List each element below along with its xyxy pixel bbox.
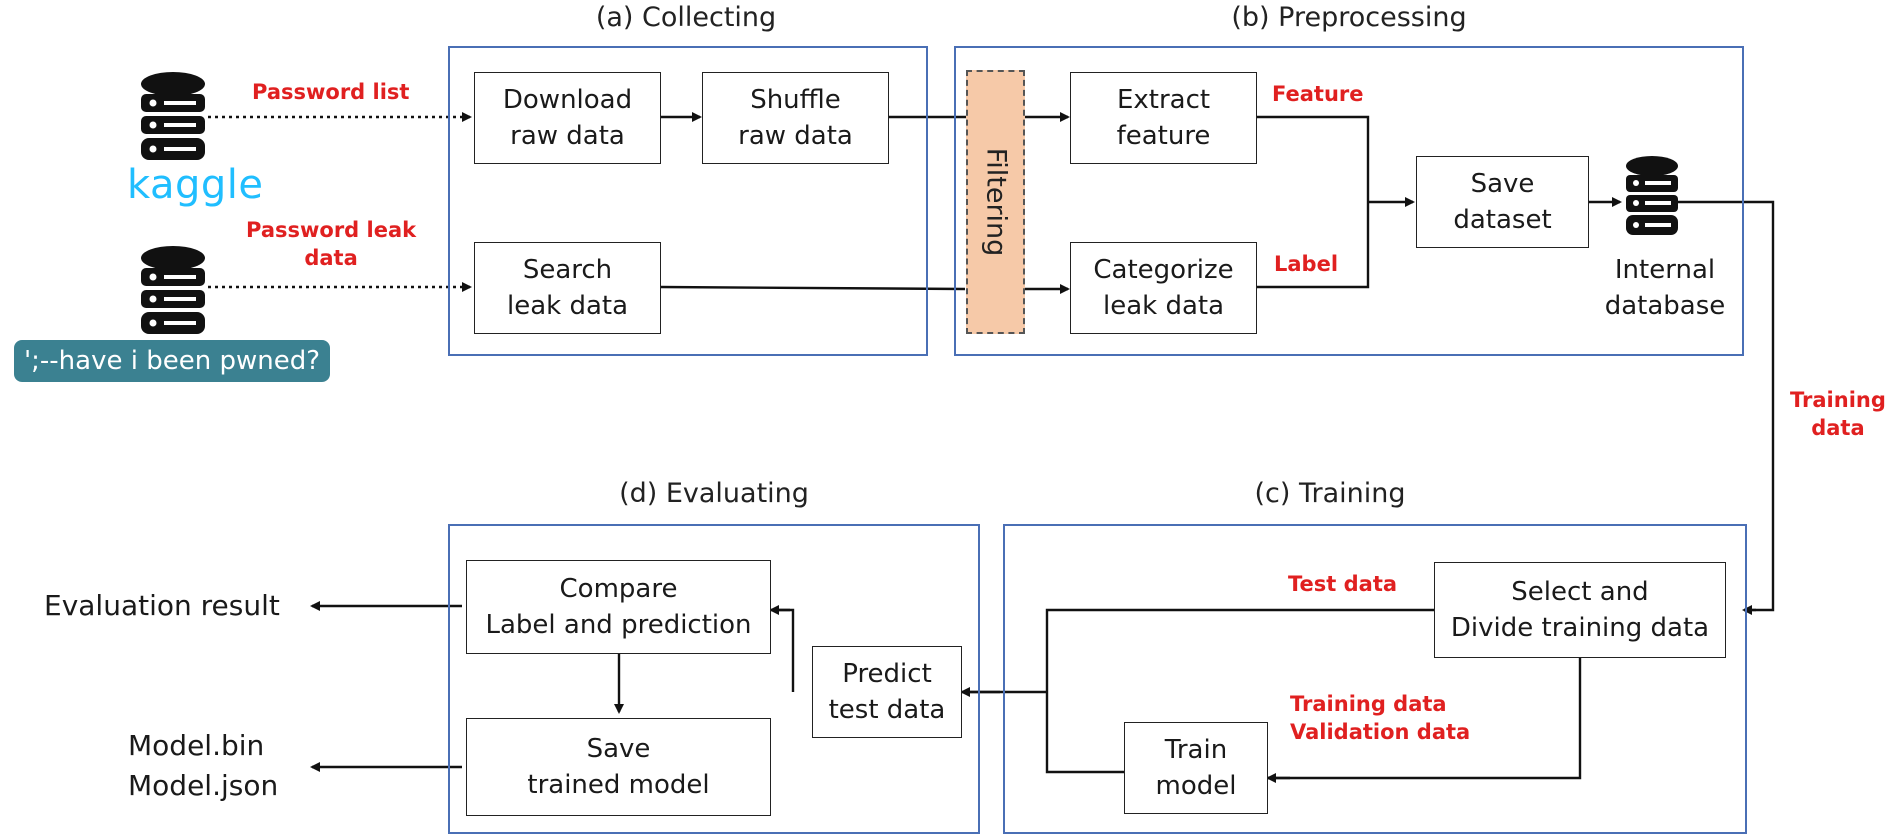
edge-label-training-validation: Training data Validation data: [1290, 692, 1471, 744]
hibp-logo: ';--have i been pwned?: [14, 340, 331, 382]
stage-title-evaluating: (d) Evaluating: [619, 478, 809, 509]
database-icon: [141, 72, 205, 160]
evaluating-frame: [448, 524, 980, 834]
filtering-block: Filtering: [966, 70, 1025, 334]
model-files-label: Model.bin Model.json: [128, 729, 279, 802]
edge-label-training-data: Training data: [1790, 388, 1886, 440]
database-icon: [1626, 156, 1678, 235]
edge-label-test-data: Test data: [1288, 572, 1398, 596]
filtering-label: Filtering: [980, 147, 1011, 257]
stage-title-training: (c) Training: [1254, 478, 1406, 509]
edge-label-password-list: Password list: [252, 80, 410, 104]
line-extract-merge: [1257, 115, 1370, 202]
training-frame: [1003, 524, 1747, 834]
preprocessing-frame: [954, 46, 1744, 356]
line-categorize-merge: [1257, 202, 1370, 289]
line-search-to-filter: [659, 285, 966, 291]
database-icon: [141, 246, 205, 334]
collecting-frame: [448, 46, 928, 356]
edge-label-password-leak: Password leak data: [246, 218, 417, 270]
edge-label-label: Label: [1274, 252, 1339, 276]
internal-database-label: Internal database: [1604, 255, 1726, 321]
line-select-to-train: [1268, 658, 1582, 780]
stage-title-preprocessing: (b) Preprocessing: [1231, 2, 1467, 33]
evaluation-result-label: Evaluation result: [44, 589, 280, 622]
edge-label-feature: Feature: [1272, 82, 1364, 106]
stage-title-collecting: (a) Collecting: [595, 2, 777, 33]
line-db-to-select: [1676, 200, 1775, 612]
kaggle-logo: kaggle: [127, 162, 264, 208]
